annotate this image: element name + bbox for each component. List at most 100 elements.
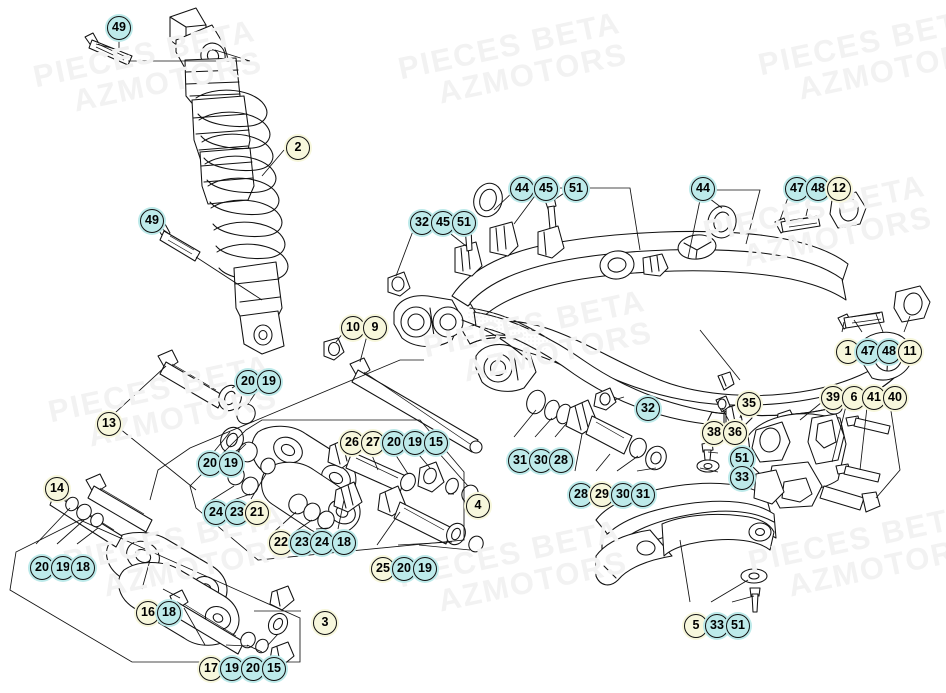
part-callout-17[interactable]: 17 bbox=[199, 657, 223, 681]
part-callout-38[interactable]: 38 bbox=[702, 421, 726, 445]
part-callout-19[interactable]: 19 bbox=[219, 452, 243, 476]
part-callout-label: 47 bbox=[790, 181, 804, 196]
part-callout-44[interactable]: 44 bbox=[691, 177, 715, 201]
part-callout-label: 19 bbox=[262, 374, 276, 389]
part-callout-label: 31 bbox=[636, 487, 650, 502]
part-callout-16[interactable]: 16 bbox=[136, 601, 160, 625]
part-callout-label: 20 bbox=[241, 374, 255, 389]
part-callout-18[interactable]: 18 bbox=[157, 601, 181, 625]
part-callout-31[interactable]: 31 bbox=[631, 483, 655, 507]
part-callout-51[interactable]: 51 bbox=[726, 614, 750, 638]
part-callout-13[interactable]: 13 bbox=[97, 412, 121, 436]
part-callout-15[interactable]: 15 bbox=[262, 657, 286, 681]
part-callout-3[interactable]: 3 bbox=[313, 611, 337, 635]
part-callout-49[interactable]: 49 bbox=[140, 209, 164, 233]
part-callout-11[interactable]: 11 bbox=[898, 340, 922, 364]
part-callout-label: 16 bbox=[141, 605, 155, 620]
part-callout-23[interactable]: 23 bbox=[225, 501, 249, 525]
right-axle-fittings bbox=[707, 191, 931, 330]
part-callout-51[interactable]: 51 bbox=[564, 177, 588, 201]
part-callout-19[interactable]: 19 bbox=[413, 557, 437, 581]
part-callout-label: 51 bbox=[735, 451, 749, 466]
part-callout-label: 11 bbox=[903, 344, 917, 359]
upper-left-fitting-cluster bbox=[387, 182, 565, 297]
part-callout-47[interactable]: 47 bbox=[856, 340, 880, 364]
part-callout-19[interactable]: 19 bbox=[257, 370, 281, 394]
part-callout-label: 45 bbox=[539, 181, 553, 196]
part-callout-19[interactable]: 19 bbox=[220, 657, 244, 681]
part-callout-35[interactable]: 35 bbox=[737, 392, 761, 416]
part-callout-label: 20 bbox=[397, 561, 411, 576]
part-callout-label: 48 bbox=[811, 181, 825, 196]
part-callout-18[interactable]: 18 bbox=[71, 556, 95, 580]
part-callout-28[interactable]: 28 bbox=[569, 483, 593, 507]
part-callout-label: 13 bbox=[102, 416, 116, 431]
part-callout-28[interactable]: 28 bbox=[549, 449, 573, 473]
part-callout-36[interactable]: 36 bbox=[723, 421, 747, 445]
part-callout-label: 18 bbox=[337, 535, 351, 550]
part-callout-label: 5 bbox=[692, 618, 700, 633]
part-callout-31[interactable]: 31 bbox=[508, 449, 532, 473]
part-callout-20[interactable]: 20 bbox=[382, 431, 406, 455]
part-callout-label: 35 bbox=[742, 396, 756, 411]
part-callout-label: 39 bbox=[826, 390, 840, 405]
part-callout-32[interactable]: 32 bbox=[410, 211, 434, 235]
part-callout-47[interactable]: 47 bbox=[785, 177, 809, 201]
part-callout-label: 9 bbox=[371, 320, 379, 335]
part-callout-26[interactable]: 26 bbox=[340, 431, 364, 455]
part-callout-40[interactable]: 40 bbox=[883, 386, 907, 410]
part-callout-label: 49 bbox=[112, 20, 126, 35]
part-callout-label: 49 bbox=[145, 213, 159, 228]
part-callout-label: 27 bbox=[366, 435, 380, 450]
part-callout-45[interactable]: 45 bbox=[534, 177, 558, 201]
part-callout-label: 4 bbox=[474, 498, 482, 513]
part-callout-label: 29 bbox=[595, 487, 609, 502]
part-callout-27[interactable]: 27 bbox=[361, 431, 385, 455]
part-callout-41[interactable]: 41 bbox=[862, 386, 886, 410]
part-callout-15[interactable]: 15 bbox=[424, 431, 448, 455]
part-callout-49[interactable]: 49 bbox=[107, 16, 131, 40]
part-callout-label: 18 bbox=[162, 605, 176, 620]
part-callout-2[interactable]: 2 bbox=[286, 136, 310, 160]
part-callout-44[interactable]: 44 bbox=[510, 177, 534, 201]
part-callout-23[interactable]: 23 bbox=[290, 531, 314, 555]
part-callout-33[interactable]: 33 bbox=[730, 466, 754, 490]
part-callout-18[interactable]: 18 bbox=[332, 531, 356, 555]
part-callout-1[interactable]: 1 bbox=[836, 340, 860, 364]
part-callout-24[interactable]: 24 bbox=[310, 531, 334, 555]
part-callout-label: 18 bbox=[76, 560, 90, 575]
part-callout-label: 32 bbox=[415, 215, 429, 230]
part-callout-label: 33 bbox=[735, 470, 749, 485]
part-callout-33[interactable]: 33 bbox=[705, 614, 729, 638]
part-callout-51[interactable]: 51 bbox=[452, 211, 476, 235]
part-callout-label: 31 bbox=[513, 453, 527, 468]
part-callout-20[interactable]: 20 bbox=[236, 370, 260, 394]
part-callout-48[interactable]: 48 bbox=[877, 340, 901, 364]
part-callout-4[interactable]: 4 bbox=[466, 494, 490, 518]
part-callout-20[interactable]: 20 bbox=[30, 556, 54, 580]
part-callout-label: 36 bbox=[728, 425, 742, 440]
part-callout-label: 17 bbox=[204, 661, 218, 676]
part-callout-label: 32 bbox=[641, 401, 655, 416]
part-callout-label: 12 bbox=[832, 181, 846, 196]
part-callout-label: 19 bbox=[408, 435, 422, 450]
part-callout-10[interactable]: 10 bbox=[341, 316, 365, 340]
part-callout-14[interactable]: 14 bbox=[45, 477, 69, 501]
part-callout-48[interactable]: 48 bbox=[806, 177, 830, 201]
shock-absorber-part2 bbox=[169, 7, 289, 355]
part-callout-12[interactable]: 12 bbox=[827, 177, 851, 201]
part-callout-32[interactable]: 32 bbox=[636, 397, 660, 421]
part-callout-label: 19 bbox=[224, 456, 238, 471]
part-callout-label: 20 bbox=[203, 456, 217, 471]
part-callout-label: 51 bbox=[457, 215, 471, 230]
part-callout-label: 30 bbox=[616, 487, 630, 502]
part-callout-label: 23 bbox=[230, 505, 244, 520]
part-callout-label: 22 bbox=[274, 535, 288, 550]
part-callout-label: 33 bbox=[710, 618, 724, 633]
part-callout-21[interactable]: 21 bbox=[245, 501, 269, 525]
pivot-shaft-assembly bbox=[323, 337, 483, 454]
part-callout-label: 20 bbox=[387, 435, 401, 450]
part-callout-9[interactable]: 9 bbox=[363, 316, 387, 340]
part-callout-label: 48 bbox=[882, 344, 896, 359]
